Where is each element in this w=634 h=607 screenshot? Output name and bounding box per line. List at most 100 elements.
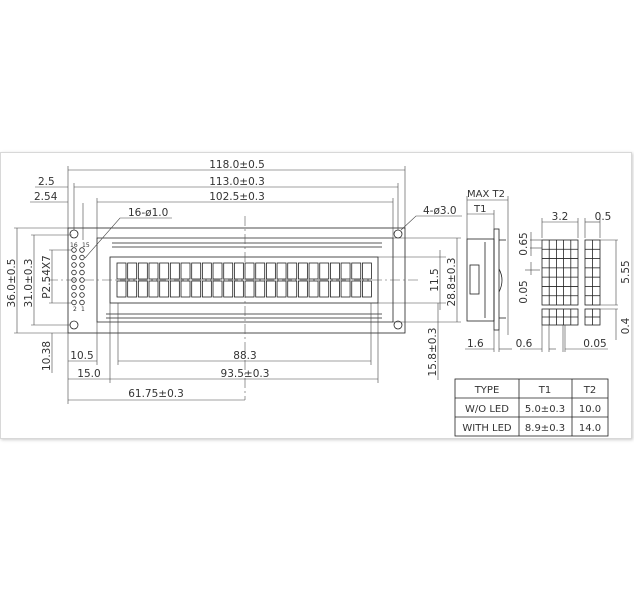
dim-edge-to-hole: 2.5 xyxy=(38,176,55,188)
char-cell xyxy=(308,262,319,280)
dim-pin-holes: 16-ø1.0 xyxy=(128,207,168,219)
char-cell xyxy=(137,280,148,298)
dim-overall-width: 118.0±0.5 xyxy=(209,159,265,171)
char-cell xyxy=(362,280,372,298)
pin-hole xyxy=(71,284,77,291)
front-view: 16 15 2 1 xyxy=(48,216,420,400)
pin-hole xyxy=(71,299,77,306)
dim-edge-to-bezel: 10.5 xyxy=(70,350,93,362)
char-cell xyxy=(223,262,234,280)
char-cell xyxy=(233,280,244,298)
dim-pin-offset: 2.54 xyxy=(34,191,58,203)
char-cell xyxy=(169,262,180,280)
dim-edge-to-view: 15.0 xyxy=(77,368,100,380)
table-cell: WITH LED xyxy=(462,423,512,434)
table-header: T1 xyxy=(538,385,551,396)
character-cells xyxy=(116,262,372,298)
char-cell xyxy=(127,280,138,298)
dim-dot-height: 0.65 xyxy=(518,232,530,255)
char-cell xyxy=(191,280,202,298)
char-cell xyxy=(244,280,255,298)
char-cell xyxy=(340,280,351,298)
character-dot-detail: 3.2 0.5 0.65 0.05 5.55 0.4 0.6 0.05 xyxy=(516,211,632,352)
pin-hole xyxy=(79,262,85,268)
dim-view-height: 11.5 xyxy=(429,268,441,291)
pin-hole xyxy=(71,269,77,276)
pin-hole xyxy=(79,284,85,291)
char-cell xyxy=(137,262,148,280)
mount-hole xyxy=(393,229,403,239)
char-cell xyxy=(287,280,298,298)
pin-label: 16 xyxy=(70,242,78,249)
dim-pin-pitch: P2.54X7 xyxy=(41,255,53,299)
char-cell xyxy=(329,262,340,280)
dim-overall-height: 36.0±0.5 xyxy=(6,259,18,308)
char-cell xyxy=(180,280,191,298)
pin-hole xyxy=(79,269,85,276)
mount-hole xyxy=(69,320,79,330)
char-cell xyxy=(180,262,191,280)
pin-hole xyxy=(79,299,85,306)
dim-dot-gap-h: 0.5 xyxy=(595,211,612,223)
dim-center-offset: 61.75±0.3 xyxy=(128,388,184,400)
pcb-outline xyxy=(67,227,406,334)
dim-view-offset: 15.8±0.3 xyxy=(427,328,439,377)
dim-dot-width: 0.6 xyxy=(516,338,533,350)
pin-hole xyxy=(71,292,77,298)
char-cell xyxy=(276,262,287,280)
pin-label: 2 xyxy=(73,306,77,313)
char-cell xyxy=(233,262,244,280)
side-view: MAX T2 T1 1.6 xyxy=(465,189,512,352)
char-cell xyxy=(255,262,266,280)
char-cell xyxy=(351,280,362,298)
dim-bezel-height: 28.8±0.3 xyxy=(446,258,458,307)
mount-hole xyxy=(393,320,403,330)
right-dimensions: 11.5 28.8±0.3 15.8±0.3 xyxy=(378,237,461,380)
char-cell xyxy=(148,280,159,298)
char-cell xyxy=(159,262,170,280)
dim-dot-gap-v: 0.05 xyxy=(518,280,530,303)
dim-active-area: 88.3 xyxy=(233,350,256,362)
dim-cursor-height: 0.4 xyxy=(620,317,632,334)
char-cell xyxy=(276,280,287,298)
char-cell xyxy=(169,280,180,298)
char-cell xyxy=(127,262,138,280)
char-cell xyxy=(319,280,330,298)
char-cell xyxy=(191,262,202,280)
char-cell xyxy=(223,280,234,298)
table-cell: 8.9±0.3 xyxy=(525,423,565,434)
char-cell xyxy=(255,280,266,298)
dim-char-height: 5.55 xyxy=(620,260,632,283)
pin-hole xyxy=(79,292,85,298)
char-cell xyxy=(362,262,372,280)
pin-hole xyxy=(71,254,77,261)
pin-label: 1 xyxy=(81,306,85,313)
dim-bottom-offset: 10.38 xyxy=(41,341,53,371)
char-cell xyxy=(148,262,159,280)
char-cell xyxy=(201,262,212,280)
char-cell xyxy=(159,280,170,298)
dim-hole-span-v: 31.0±0.3 xyxy=(23,259,35,308)
drawing-frame xyxy=(0,152,632,439)
table-cell: W/O LED xyxy=(465,404,509,415)
dim-mount-holes: 4-ø3.0 xyxy=(423,205,457,217)
char-cell xyxy=(297,280,308,298)
dim-dot-gap: 0.05 xyxy=(583,338,606,350)
top-dimensions: 118.0±0.5 113.0±0.3 102.5±0.3 2.5 2.54 1… xyxy=(30,159,462,259)
char-cell xyxy=(201,280,212,298)
char-cell xyxy=(340,262,351,280)
char-cell xyxy=(297,262,308,280)
dim-pcb-thickness: 1.6 xyxy=(467,338,484,350)
mount-hole xyxy=(69,229,79,239)
char-cell xyxy=(287,262,298,280)
char-cell xyxy=(212,280,223,298)
pin-hole xyxy=(71,262,77,268)
table-header: TYPE xyxy=(474,385,500,396)
left-dimensions: 36.0±0.5 31.0±0.3 P2.54X7 10.38 xyxy=(6,227,72,373)
char-cell xyxy=(116,262,127,280)
dim-max-t2: MAX T2 xyxy=(467,189,505,200)
bottom-dimensions: 10.5 88.3 15.0 93.5±0.3 61.75±0.3 xyxy=(67,303,379,404)
char-cell xyxy=(244,262,255,280)
dim-hole-span: 113.0±0.3 xyxy=(209,176,265,188)
